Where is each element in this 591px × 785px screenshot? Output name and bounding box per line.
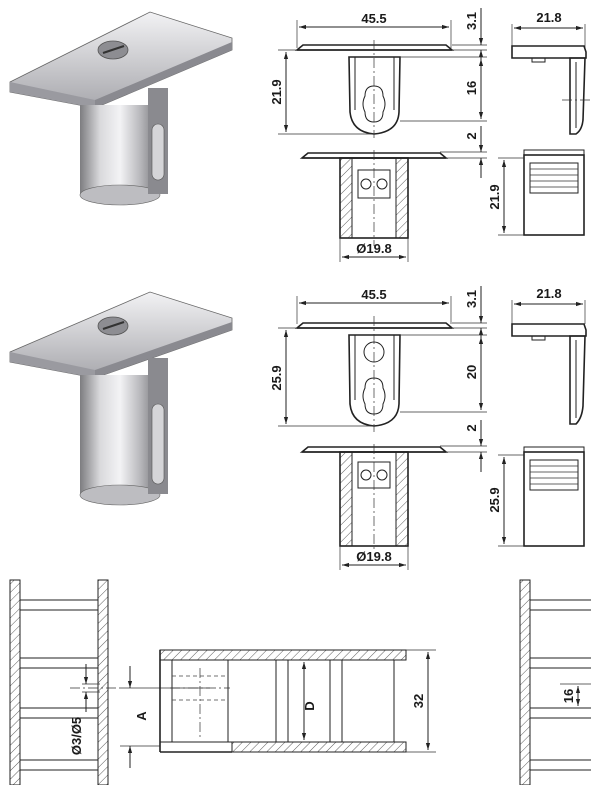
top-front-view: 45.5 3.1 21.9 16 2 [269, 8, 487, 178]
height-32-label: 32 [411, 694, 426, 708]
bottom-right-panel: 16 [519, 579, 591, 785]
middle-side-view: 21.8 25.9 [487, 286, 587, 547]
middle-left-height-label: 25.9 [269, 365, 284, 390]
middle-right-height-label: 20 [464, 365, 479, 379]
connector-photo-small [9, 11, 233, 206]
dimension-d-label: D [302, 701, 317, 710]
hole-diameter-label: Ø3/Ø5 [69, 717, 84, 755]
dimension-a-label: A [134, 711, 149, 721]
top-gap-label: 2 [464, 132, 479, 139]
top-side-view: 21.8 21.9 [487, 10, 591, 236]
bottom-center-section: D 32 [159, 649, 436, 753]
bottom-left-panel: Ø3/Ø5 [9, 579, 120, 785]
top-plate-thickness-label: 3.1 [464, 12, 479, 30]
middle-gap-label: 2 [464, 424, 479, 431]
top-diameter-label: Ø19.8 [356, 241, 391, 256]
top-left-height-label: 21.9 [269, 79, 284, 104]
top-body-height-label: 21.9 [487, 184, 502, 209]
connector-photo-tall [9, 291, 233, 506]
top-right-height-label: 16 [464, 81, 479, 95]
middle-section-view: Ø19.8 [299, 444, 449, 570]
top-section-view: Ø19.8 [299, 150, 449, 262]
middle-plate-thickness-label: 3.1 [464, 290, 479, 308]
middle-front-view: 45.5 3.1 25.9 20 2 [269, 286, 487, 472]
top-width-label: 45.5 [361, 11, 386, 26]
middle-width-label: 45.5 [361, 287, 386, 302]
top-side-width-label: 21.8 [536, 10, 561, 25]
middle-diameter-label: Ø19.8 [356, 549, 391, 564]
middle-side-width-label: 21.8 [536, 286, 561, 301]
height-16-label: 16 [561, 689, 576, 703]
middle-body-height-label: 25.9 [487, 487, 502, 512]
